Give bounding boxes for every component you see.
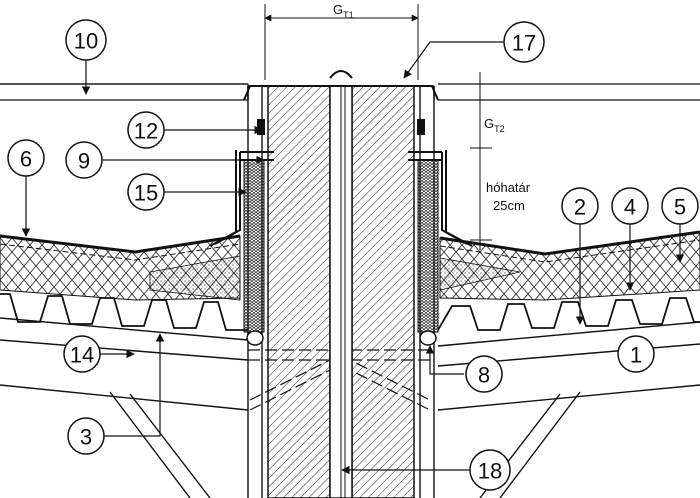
- callout-10: 10: [74, 29, 98, 54]
- callout-14: 14: [70, 343, 94, 368]
- dimension-gt2: [470, 72, 492, 250]
- callout-18: 18: [478, 459, 502, 484]
- roof-buildup-left: [0, 234, 241, 301]
- callout-12: 12: [134, 119, 158, 144]
- snow-depth-label: 25cm: [493, 198, 525, 213]
- callout-4: 4: [624, 195, 636, 220]
- vent-stack: [267, 70, 415, 498]
- callout-circles: [7, 19, 699, 491]
- roof-buildup-right: [439, 230, 700, 301]
- callout-9: 9: [78, 149, 90, 174]
- callout-8: 8: [478, 363, 490, 388]
- gt2-label: GT2: [484, 116, 505, 134]
- cap-flashing: [243, 85, 439, 101]
- dimension-gt1: [264, 4, 419, 80]
- snow-line-label: hóhatár: [486, 180, 531, 195]
- upstand-insulation: [243, 159, 439, 333]
- trapezoidal-deck: [0, 293, 700, 331]
- callout-1: 1: [630, 343, 642, 368]
- callout-6: 6: [20, 147, 32, 172]
- callout-3: 3: [80, 425, 92, 450]
- gt1-label: GT1: [333, 2, 354, 20]
- callout-15: 15: [134, 181, 158, 206]
- callout-17: 17: [512, 31, 536, 56]
- seal-rings: [246, 330, 437, 346]
- callout-5: 5: [674, 195, 686, 220]
- callout-2: 2: [574, 195, 586, 220]
- leader-lines: [21, 41, 685, 475]
